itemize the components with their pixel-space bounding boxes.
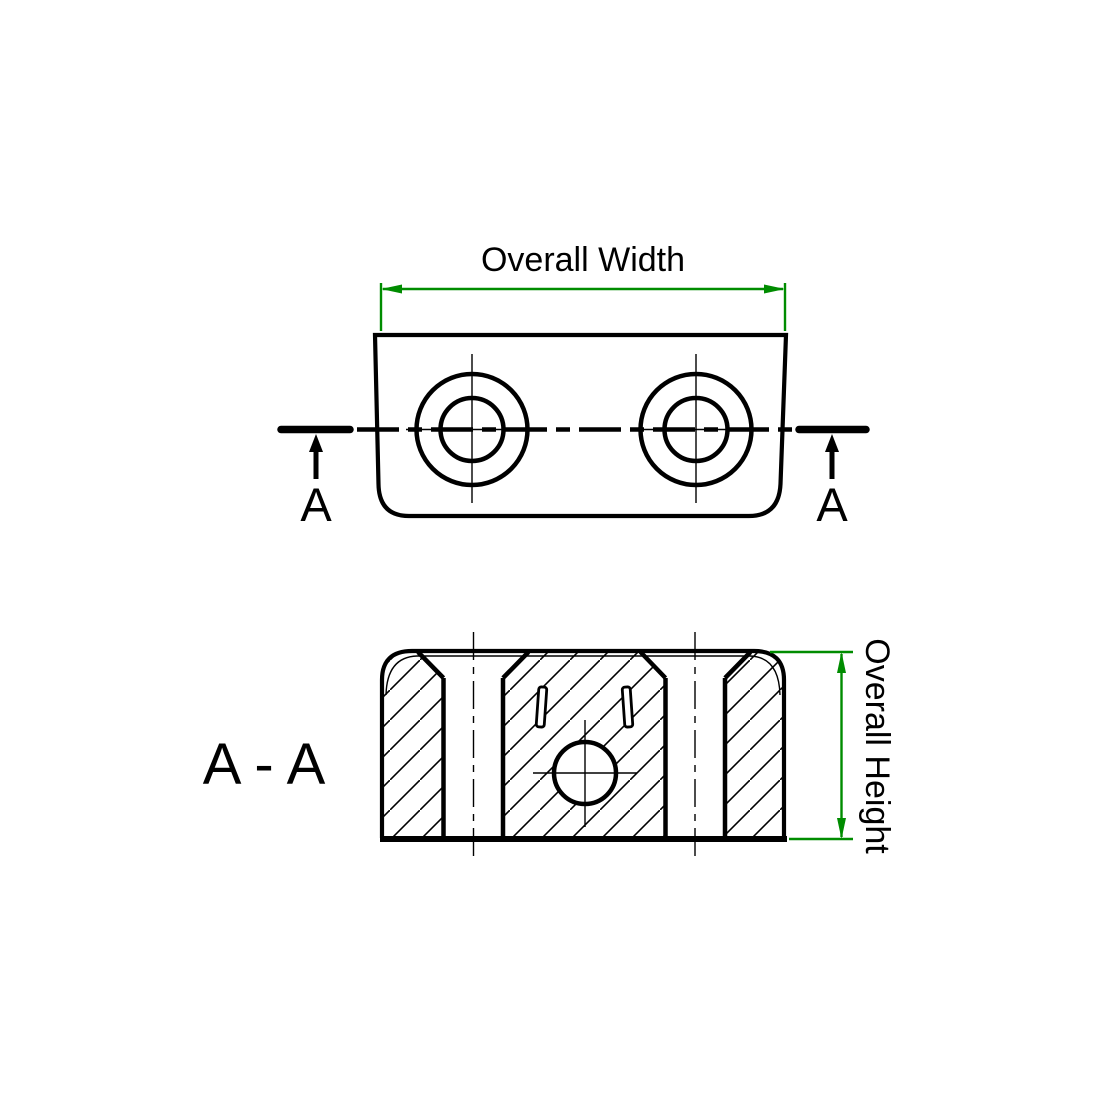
section-marker-left: A: [300, 478, 332, 531]
section-arrow-left: [309, 434, 323, 479]
section-marker-right: A: [816, 478, 848, 531]
chamfer-right-inner: [638, 650, 668, 680]
width-arrowhead-right: [764, 284, 785, 294]
hatch-region-right-wall: [725, 651, 784, 838]
counterbore-left-outer-circle: [414, 371, 530, 488]
top-view: A A: [277, 332, 870, 531]
width-dimension: Overall Width: [379, 241, 787, 331]
height-arrowhead-top: [837, 652, 846, 673]
chamfer-right-outer: [723, 650, 753, 680]
height-dimension-label: Overall Height: [858, 638, 896, 854]
top-view-outline: [372, 332, 789, 519]
top-face-tangent-edge: [385, 655, 781, 696]
width-arrowhead-left: [381, 284, 402, 294]
section-outline: [379, 648, 787, 838]
counterbore-right-outer-circle: [638, 371, 754, 488]
counterbore-right-inner-circle: [662, 395, 730, 464]
height-dimension: Overall Height: [770, 638, 896, 854]
slot-right: [620, 685, 635, 729]
section-view: A - A: [203, 632, 787, 858]
slot-left: [534, 685, 549, 729]
counterbore-left-inner-circle: [438, 395, 506, 464]
section-view-title: A - A: [203, 732, 326, 797]
width-dimension-label: Overall Width: [481, 241, 685, 279]
height-arrowhead-bottom: [837, 818, 846, 839]
section-arrow-right: [825, 434, 839, 479]
chamfer-left-inner: [501, 650, 531, 680]
hatch-region-left-wall: [382, 651, 444, 838]
chamfer-left-outer: [416, 650, 446, 680]
